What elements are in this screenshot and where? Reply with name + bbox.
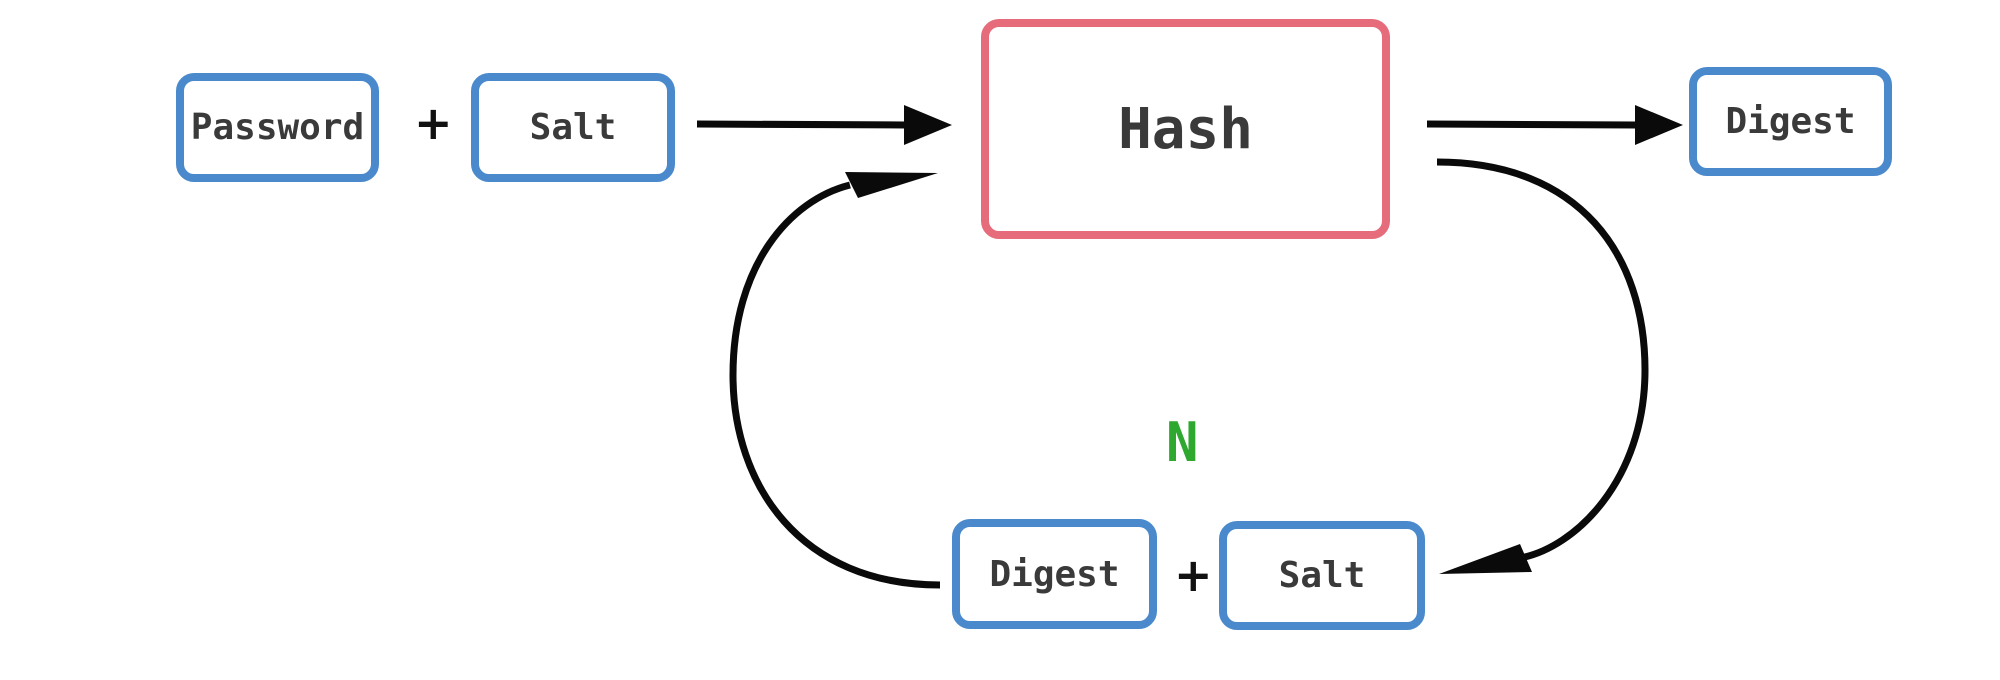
hash-label: Hash [1118,96,1253,162]
iterations-label: N [1166,411,1199,474]
arrow-hash-to-loop [1436,158,1649,562]
digest-box-loop: Digest [952,519,1157,629]
plus-operator-bottom: + [1174,548,1213,602]
arrow-loop-to-hash-head [845,172,938,198]
arrow-input-to-hash [696,120,906,129]
digest-label-output: Digest [1725,101,1856,142]
password-label: Password [190,107,365,148]
arrow-hash-to-digest [1426,120,1637,129]
password-box: Password [176,73,379,182]
plus-operator-top: + [414,96,453,150]
digest-box-output: Digest [1689,67,1892,176]
salt-box-loop: Salt [1219,521,1425,630]
arrow-hash-to-digest-head [1635,105,1683,145]
salt-box-top: Salt [471,73,675,182]
arrow-hash-to-loop-head [1439,544,1532,574]
digest-label-loop: Digest [989,553,1120,595]
arrow-loop-to-hash [729,181,941,589]
salt-label-top: Salt [529,107,617,148]
arrow-input-to-hash-head [904,105,952,145]
hash-box: Hash [981,19,1390,239]
salt-label-loop: Salt [1278,555,1366,596]
